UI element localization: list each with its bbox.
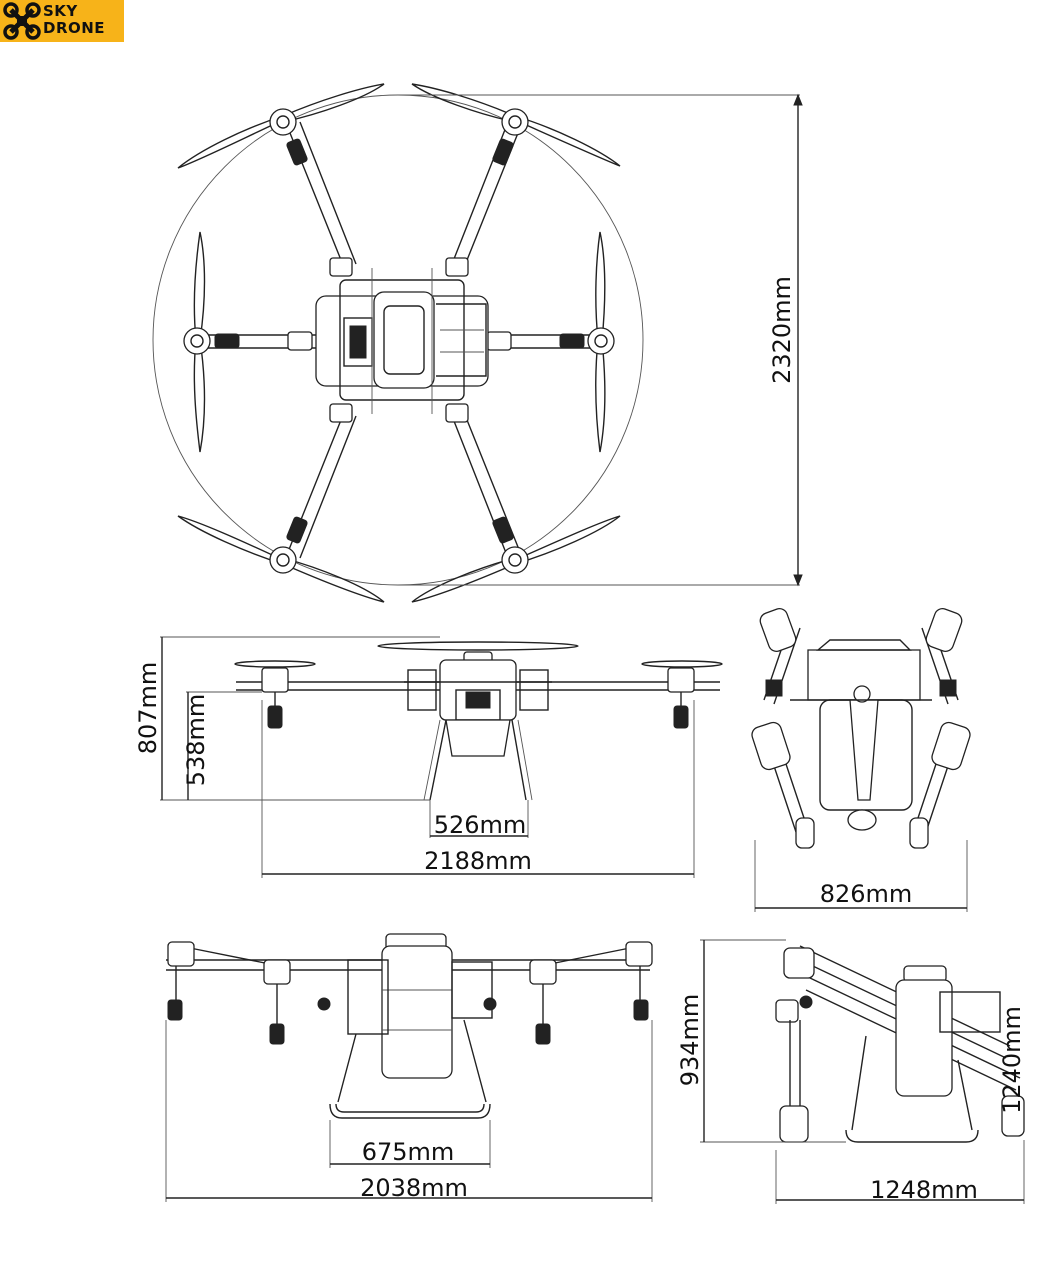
top-view-propellers <box>177 83 621 603</box>
side-overall-width-label: 2038mm <box>360 1174 468 1202</box>
folded-side-width-label: 1248mm <box>870 1176 978 1204</box>
front-skid-width-label: 526mm <box>434 811 527 839</box>
front-overall-height-label: 807mm <box>134 662 162 755</box>
folded-side-tilted-label: 1240mm <box>998 1006 1026 1114</box>
folded-front-view: 826mm <box>751 608 971 912</box>
brand-line-2: DRONE <box>43 19 106 37</box>
top-view-motors <box>183 108 615 574</box>
top-height-dimension <box>398 93 803 587</box>
brand-line-1: SKY <box>43 2 78 20</box>
brand-logo: SKY DRONE <box>0 0 124 42</box>
top-height-label: 2320mm <box>768 276 796 384</box>
folded-side-view: 934mm 1240mm 1248mm <box>676 939 1026 1204</box>
quadcopter-icon <box>3 2 41 40</box>
folded-side-height-label: 934mm <box>676 994 704 1087</box>
front-arm-height-label: 538mm <box>182 694 210 787</box>
front-height-dimensions <box>160 636 440 801</box>
front-overall-width-label: 2188mm <box>424 847 532 875</box>
top-view: 2320mm <box>152 83 803 603</box>
side-view: 675mm 2038mm <box>165 933 653 1202</box>
side-skid-width-label: 675mm <box>362 1138 455 1166</box>
front-width-dimensions <box>261 700 695 878</box>
top-view-body <box>315 268 489 414</box>
front-view: 807mm 538mm 526mm 2188mm <box>134 636 723 878</box>
folded-front-width-label: 826mm <box>820 880 913 908</box>
